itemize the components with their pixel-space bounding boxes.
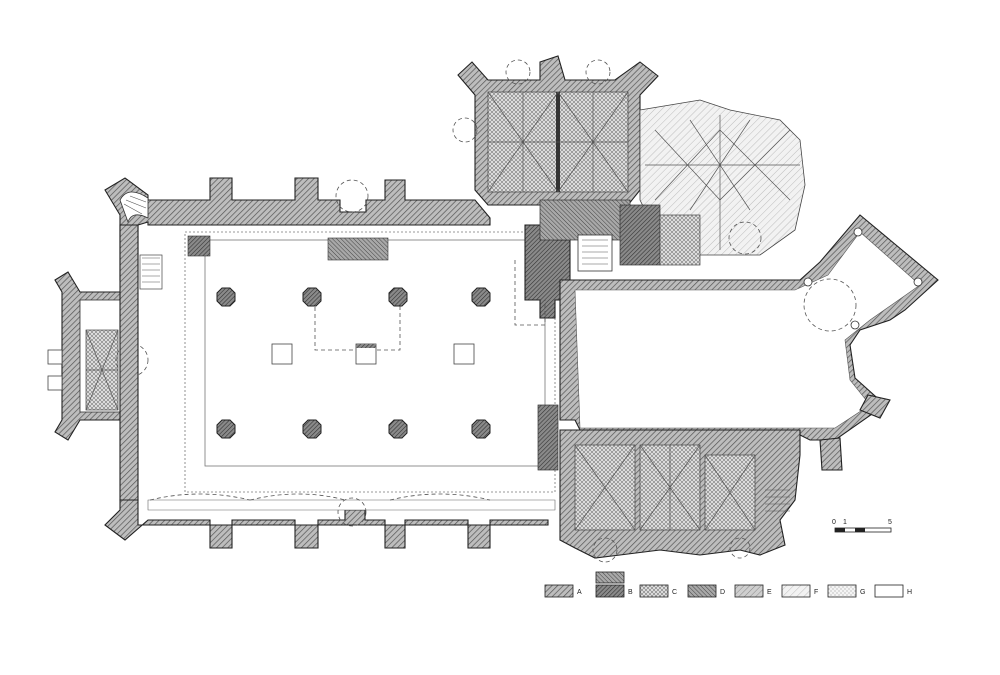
legend-swatch-b-extra (595, 571, 625, 584)
scale-tick-1: 1 (843, 519, 847, 526)
legend-swatch-e (734, 584, 764, 598)
south-chapels (537, 404, 801, 563)
legend-label-c: C (672, 589, 677, 596)
nave-walls (104, 177, 556, 549)
legend-label-e: E (767, 589, 772, 596)
legend-swatch-b (595, 584, 625, 598)
legend-swatch-f (781, 584, 811, 598)
legend-label-f: F (814, 589, 818, 596)
legend-label-b: B (628, 589, 633, 596)
nave-interior (184, 231, 556, 493)
legend-swatch-d (687, 584, 717, 598)
crossing-block (514, 199, 701, 326)
scale-tick-0: 0 (832, 519, 836, 526)
legend: A B C D E F G H (544, 571, 912, 598)
north-tower (452, 55, 659, 206)
legend-label-d: D (720, 589, 725, 596)
west-tower (47, 271, 149, 441)
legend-swatch-g (827, 584, 857, 598)
scale-bar: 0 1 5 (832, 519, 892, 533)
legend-swatch-h (874, 584, 904, 598)
legend-label-g: G (860, 589, 865, 596)
legend-label-a: A (577, 589, 582, 596)
legend-swatch-a (544, 584, 574, 598)
legend-swatch-c (639, 584, 669, 598)
scale-tick-5: 5 (888, 519, 892, 526)
legend-label-h: H (907, 589, 912, 596)
nave-piers (216, 287, 491, 439)
choir (559, 214, 939, 471)
